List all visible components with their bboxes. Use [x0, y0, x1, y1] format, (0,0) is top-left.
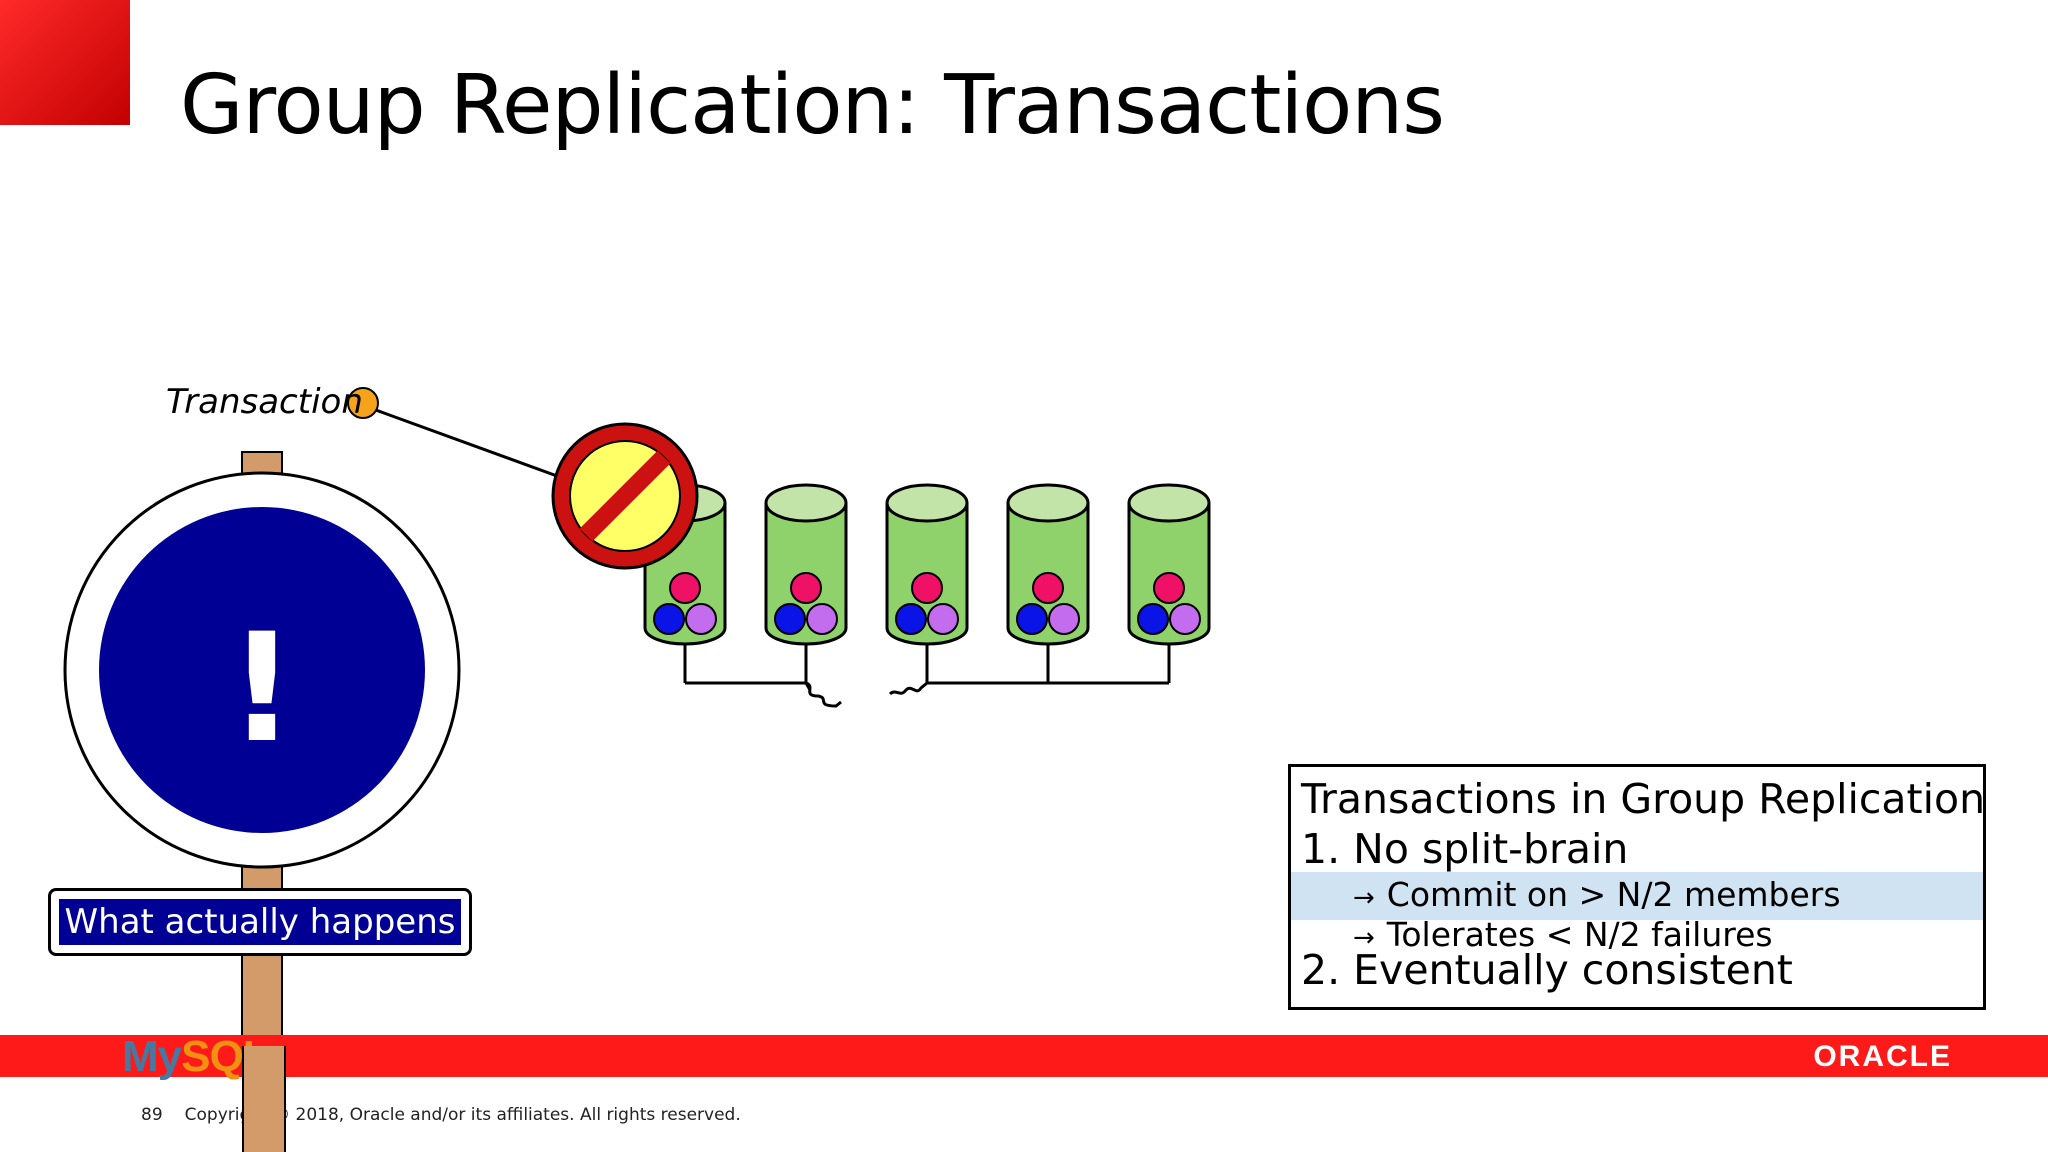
server-cylinder-3 [885, 483, 969, 646]
warning-sign-icon: ! [63, 471, 461, 869]
transaction-dot-purple [685, 603, 717, 635]
slide-title: Group Replication: Transactions [180, 58, 1445, 153]
transaction-dot-red [911, 572, 943, 604]
transaction-dot [347, 387, 379, 419]
footer-bar [0, 1035, 2048, 1077]
transaction-link [372, 407, 591, 490]
sign-caption-plate: What actually happens [48, 888, 472, 956]
transaction-dot-red [1032, 572, 1064, 604]
transaction-dot-red [669, 572, 701, 604]
highlight-row [1291, 872, 1983, 920]
brand-corner-block [0, 0, 130, 125]
page-number: 89 [141, 1105, 163, 1125]
info-subitem-tolerates-text: Tolerates < N/2 failures [1386, 915, 1773, 954]
exclamation-mark: ! [228, 602, 296, 776]
transaction-dot-blue [895, 603, 927, 635]
transaction-dot-purple [1169, 603, 1201, 635]
info-item-2: 2. Eventually consistent [1301, 946, 1793, 994]
sign-post-lower [242, 1046, 286, 1152]
right-arrow-icon: → [1353, 883, 1375, 913]
server-cylinder-4 [1006, 483, 1090, 646]
info-box: Transactions in Group Replication 1. No … [1288, 764, 1986, 1010]
server-cylinder-5 [1127, 483, 1211, 646]
info-item-1: 1. No split-brain [1301, 825, 1629, 873]
transaction-dot-blue [774, 603, 806, 635]
info-subitem-commit-text: Commit on > N/2 members [1386, 875, 1841, 914]
oracle-logo: ORACLE [1813, 1040, 1952, 1073]
transaction-dot-blue [653, 603, 685, 635]
transaction-dot-blue [1016, 603, 1048, 635]
copyright-text: Copyright © 2018, Oracle and/or its affi… [184, 1105, 741, 1125]
transaction-dot-blue [1137, 603, 1169, 635]
copyright-line: 89 Copyright © 2018, Oracle and/or its af… [141, 1105, 741, 1125]
right-arrow-icon: → [1353, 923, 1375, 953]
transaction-dot-purple [1048, 603, 1080, 635]
mysql-logo-my: My [122, 1032, 182, 1081]
info-subitem-tolerates: → Tolerates < N/2 failures [1353, 915, 1773, 954]
transaction-dot-red [1153, 572, 1185, 604]
server-cylinder-2 [764, 483, 848, 646]
network-links [683, 638, 1171, 708]
info-box-title: Transactions in Group Replication [1301, 775, 1986, 823]
transaction-label: Transaction [166, 382, 363, 422]
sign-caption: What actually happens [59, 899, 461, 945]
transaction-dot-purple [806, 603, 838, 635]
info-subitem-commit: → Commit on > N/2 members [1353, 875, 1841, 914]
prohibited-icon [551, 422, 699, 570]
transaction-dot-purple [927, 603, 959, 635]
transaction-dot-red [790, 572, 822, 604]
